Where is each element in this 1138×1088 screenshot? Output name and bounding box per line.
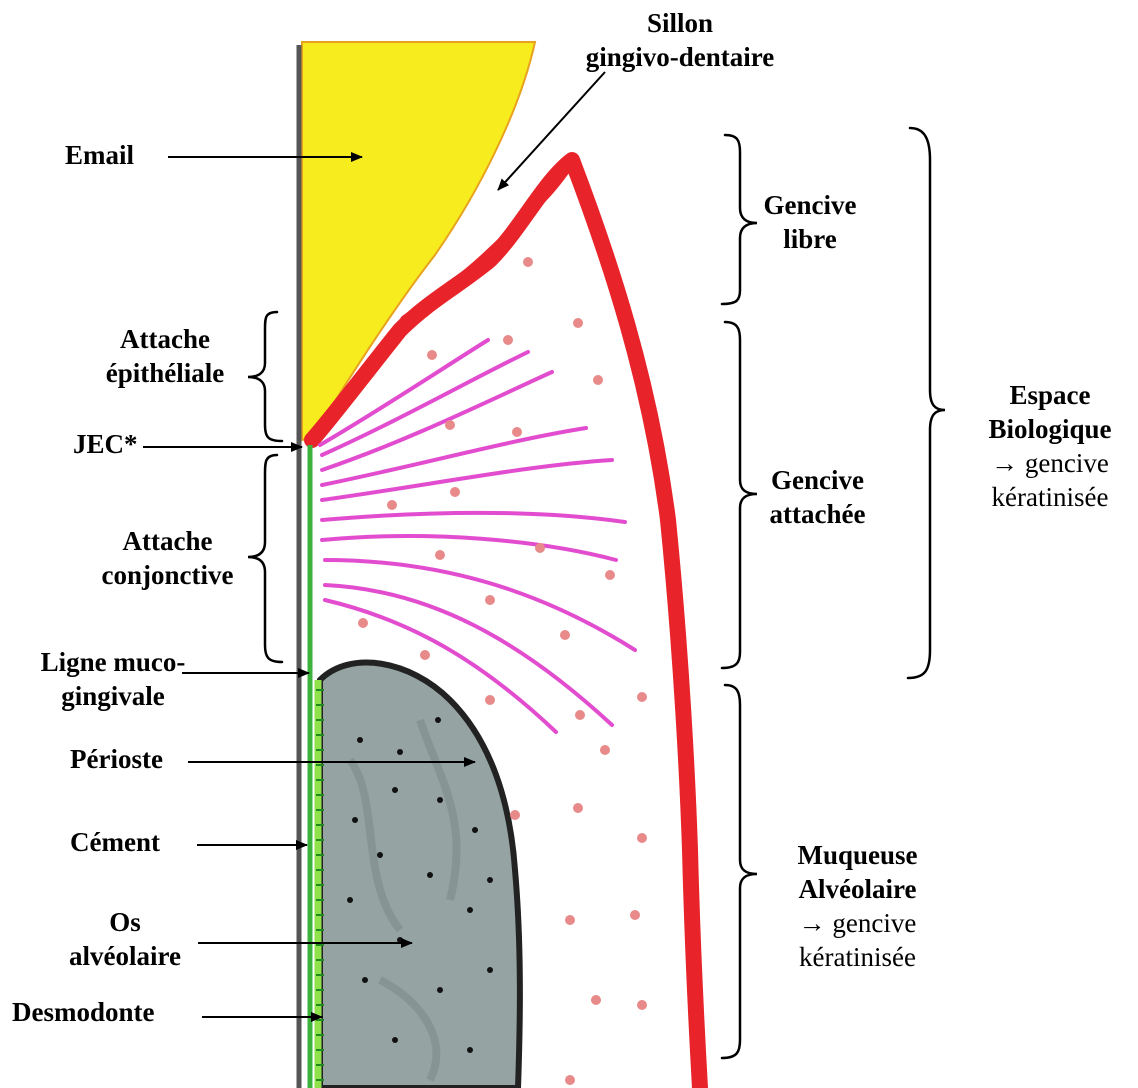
curly-brace-icon (248, 312, 282, 441)
label-attache-conjonctive: Attache conjonctive (80, 524, 255, 592)
label-gencive-libre: Gencive libre (750, 188, 870, 256)
curly-brace-icon (722, 685, 757, 1058)
label-muqueuse-alveolaire: Muqueuse Alvéolaire → gencive kératinisé… (775, 838, 940, 974)
label-desmodonte: Desmodonte (12, 995, 155, 1029)
label-cement: Cément (70, 825, 160, 859)
label-os-alveolaire: Os alvéolaire (40, 905, 210, 973)
label-gencive-attachee: Gencive attachée (755, 463, 880, 531)
label-sillon-gingivo-dentaire: Sillon gingivo-dentaire (560, 6, 800, 74)
curly-brace-icon (908, 128, 945, 678)
curly-brace-icon (722, 322, 757, 668)
label-attache-epitheliale: Attache épithéliale (85, 322, 245, 390)
label-espace-biologique: Espace Biologique → gencive kératinisée (968, 378, 1132, 514)
label-ligne-muco-gingivale: Ligne muco- gingivale (18, 645, 208, 713)
label-email: Email (65, 138, 134, 172)
label-jec: JEC* (73, 427, 138, 461)
label-perioste: Périoste (70, 742, 163, 776)
